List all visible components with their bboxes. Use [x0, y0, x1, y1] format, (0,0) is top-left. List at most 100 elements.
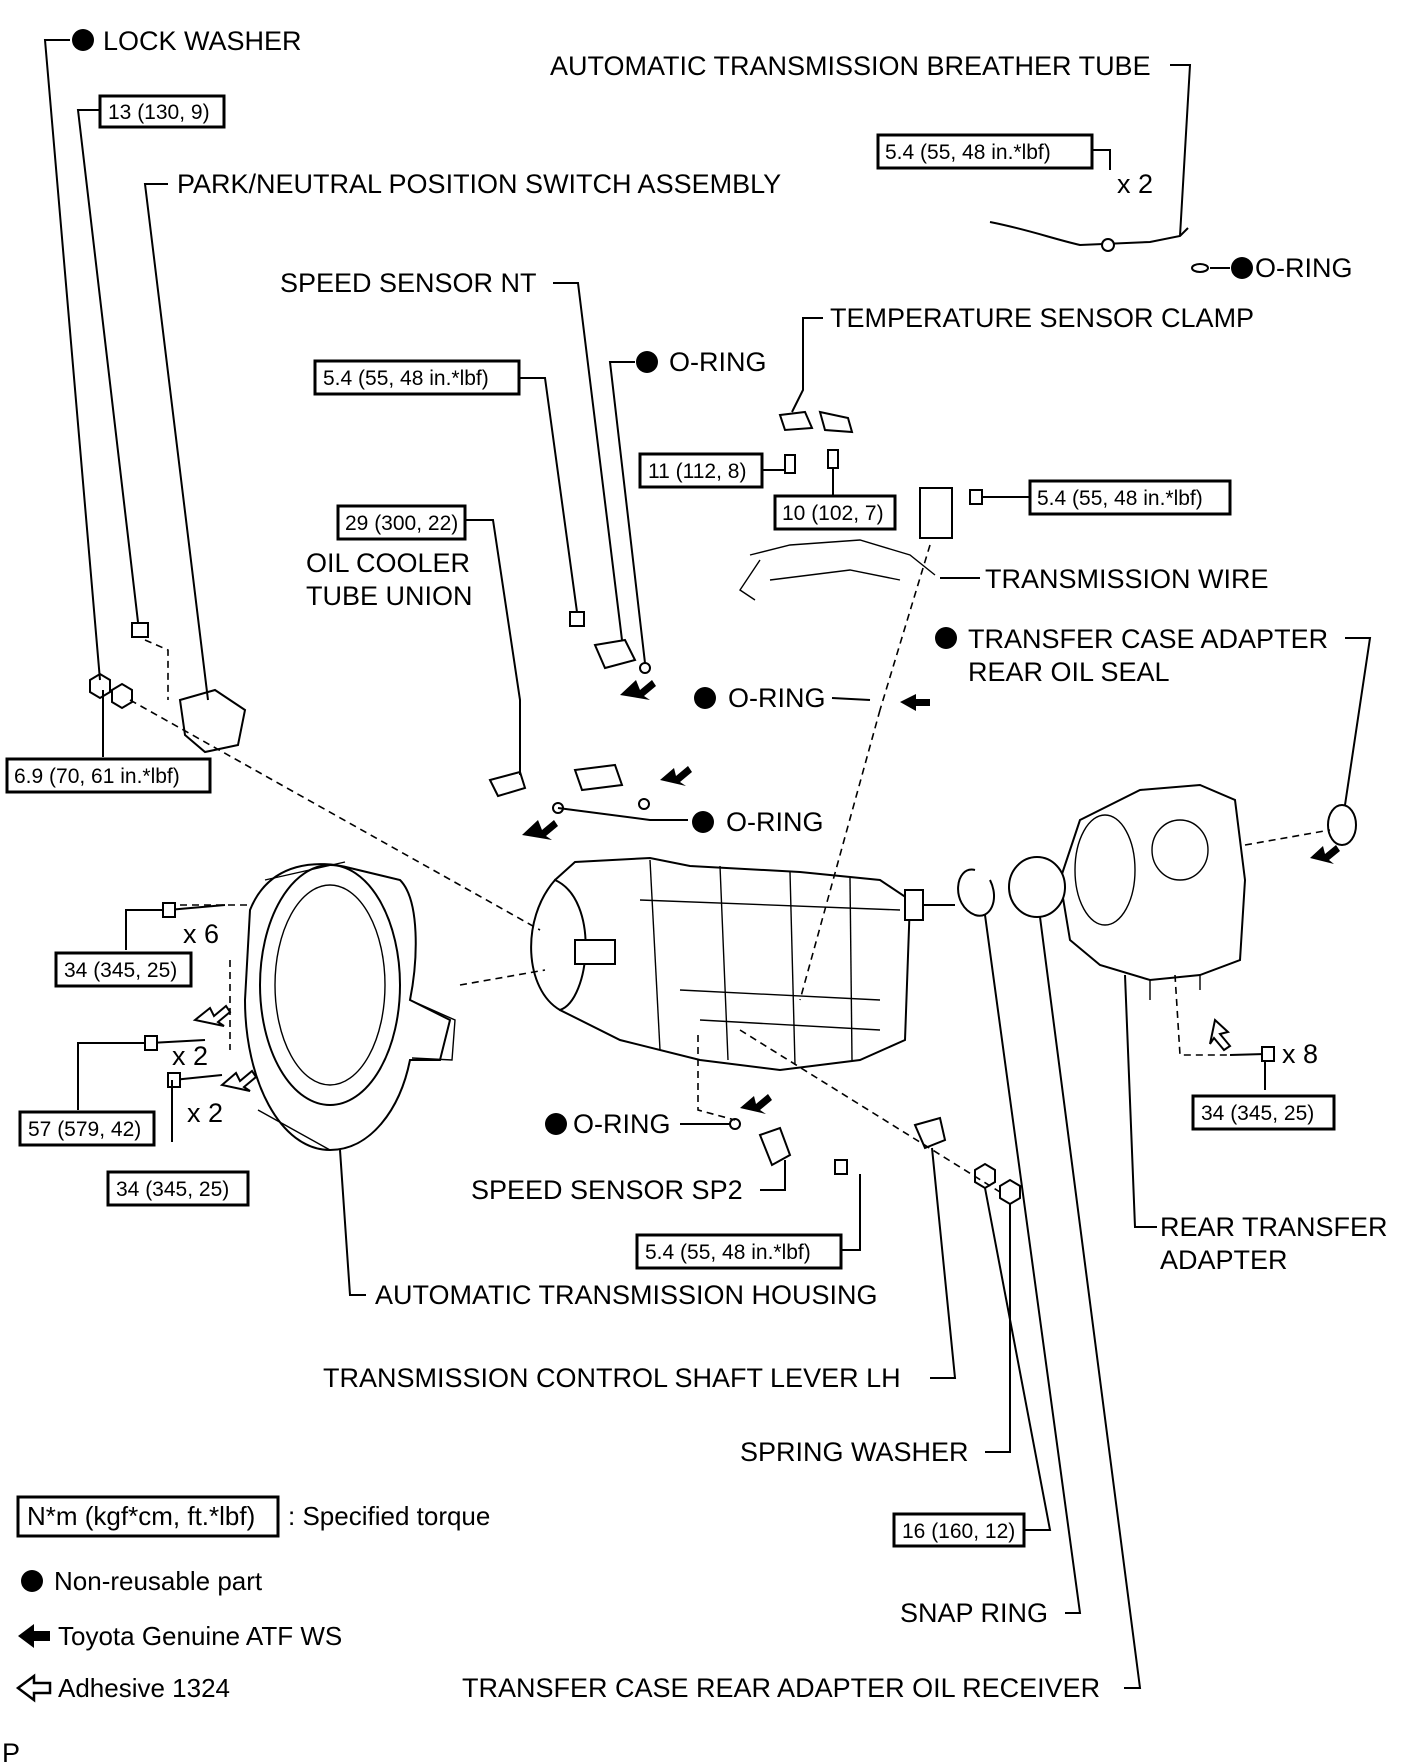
label-x2-breather: x 2 [1117, 169, 1153, 199]
label-speed-sensor-nt: SPEED SENSOR NT [280, 268, 537, 298]
label-x6: x 6 [183, 919, 219, 949]
non-reusable-dot-icon [545, 1113, 567, 1135]
speed-sensor-sp2-part [729, 1118, 848, 1175]
torque-box-breather [876, 133, 1094, 170]
transmission-wire-part [739, 487, 983, 601]
oil-receiver-part [1008, 856, 1066, 918]
non-reusable-dot-icon [72, 29, 94, 51]
label-snap-ring: SNAP RING [900, 1598, 1048, 1628]
torque-box-11 [638, 452, 764, 489]
non-reusable-dot-icon [935, 627, 957, 649]
label-control-shaft-lever: TRANSMISSION CONTROL SHAFT LEVER LH [323, 1363, 901, 1393]
legend: N*m (kgf*cm, ft.*lbf) : Specified torque… [15, 1495, 490, 1703]
transmission-housing [243, 861, 456, 1152]
torque-box-13 [98, 94, 226, 129]
torque-box-sp2 [635, 1233, 843, 1270]
torque-box-16 [892, 1512, 1026, 1548]
label-transmission-wire: TRANSMISSION WIRE [985, 564, 1269, 594]
spring-washer-part [974, 1162, 996, 1190]
atf-arrow-icon [900, 694, 930, 711]
label-o-ring-cooler: O-RING [726, 807, 824, 837]
label-transfer-seal-2: REAR OIL SEAL [968, 657, 1170, 687]
torque-box-wire [1028, 479, 1232, 516]
label-oil-cooler-1: OIL COOLER [306, 548, 470, 578]
torque-34-x6: 34 (345, 25) [64, 959, 177, 982]
torque-34-x2: 34 (345, 25) [116, 1178, 229, 1201]
non-reusable-dot-icon [21, 1570, 43, 1592]
non-reusable-dot-icon [694, 687, 716, 709]
leader-lines [43, 39, 1372, 1689]
non-reusable-dot-icon [692, 811, 714, 833]
torque-box-34-x8 [1191, 1094, 1336, 1131]
atf-arrows [192, 680, 1340, 1114]
legend-torque-text: : Specified torque [288, 1501, 490, 1531]
atf-arrow-icon [1310, 845, 1340, 864]
non-reusable-markers [72, 29, 1253, 1135]
torque-34-x8: 34 (345, 25) [1201, 1102, 1314, 1125]
lever-nut-part [999, 1178, 1021, 1206]
rear-oil-seal-part [1327, 804, 1357, 846]
torque-box-57 [18, 1110, 156, 1147]
label-breather-tube: AUTOMATIC TRANSMISSION BREATHER TUBE [550, 51, 1151, 81]
legend-atf: Toyota Genuine ATF WS [58, 1621, 342, 1651]
atf-arrow-icon [522, 820, 558, 840]
oil-cooler-union-parts [488, 763, 650, 814]
assembly-dashed-lines [129, 544, 1331, 1193]
park-neutral-switch-part [178, 688, 247, 754]
atf-arrow-icon [660, 766, 692, 786]
speed-sensor-nt-part [569, 611, 651, 674]
part-labels: LOCK WASHER AUTOMATIC TRANSMISSION BREAT… [2, 26, 1388, 1763]
torque-13: 13 (130, 9) [108, 101, 210, 124]
torque-box-nt [313, 359, 521, 396]
torque-57: 57 (579, 42) [28, 1118, 141, 1141]
label-oil-receiver: TRANSFER CASE REAR ADAPTER OIL RECEIVER [462, 1673, 1100, 1703]
label-o-ring-sp2: O-RING [573, 1109, 671, 1139]
breather-tube-part [989, 221, 1189, 247]
adhesive-arrow-icon [219, 1069, 258, 1092]
label-x2-b: x 2 [187, 1098, 223, 1128]
label-o-ring-wire: O-RING [728, 683, 826, 713]
label-rear-adapter-1: REAR TRANSFER [1160, 1212, 1388, 1242]
label-x8: x 8 [1282, 1039, 1318, 1069]
torque-boxes: 13 (130, 9) 5.4 (55, 48 in.*lbf) 5.4 (55… [5, 94, 1336, 1548]
label-lock-washer: LOCK WASHER [103, 26, 302, 56]
torque-breather: 5.4 (55, 48 in.*lbf) [885, 141, 1051, 164]
rear-transfer-adapter-part [1058, 783, 1247, 1000]
torque-69: 6.9 (70, 61 in.*lbf) [14, 765, 180, 788]
label-speed-sensor-sp2: SPEED SENSOR SP2 [471, 1175, 743, 1205]
legend-torque-box [16, 1495, 280, 1538]
housing-bolts [144, 902, 1275, 1088]
torque-box-10 [773, 494, 897, 531]
control-lever-part [913, 1116, 947, 1150]
adhesive-arrow-icon [192, 1004, 232, 1027]
temp-sensor-clamp-parts [778, 410, 854, 474]
label-o-ring-nt: O-RING [669, 347, 767, 377]
snap-ring-part [957, 868, 995, 917]
torque-box-34-x2 [106, 1170, 250, 1207]
torque-wire: 5.4 (55, 48 in.*lbf) [1037, 487, 1203, 510]
label-transfer-seal-1: TRANSFER CASE ADAPTER [968, 624, 1328, 654]
label-transmission-housing: AUTOMATIC TRANSMISSION HOUSING [375, 1280, 878, 1310]
torque-11: 11 (112, 8) [648, 460, 746, 483]
legend-torque-box-text: N*m (kgf*cm, ft.*lbf) [27, 1501, 255, 1531]
torque-10: 10 (102, 7) [782, 502, 884, 525]
torque-29: 29 (300, 22) [345, 512, 458, 535]
switch-nut [111, 682, 133, 710]
label-rear-adapter-2: ADAPTER [1160, 1245, 1288, 1275]
label-corner-mark: P [2, 1738, 20, 1763]
legend-non-reusable: Non-reusable part [54, 1566, 263, 1596]
non-reusable-dot-icon [1231, 257, 1253, 279]
atf-arrow-icon [740, 1094, 772, 1114]
label-o-ring-breather: O-RING [1255, 253, 1353, 283]
adhesive-arrow-icon [15, 1673, 52, 1703]
torque-box-29 [336, 504, 467, 541]
switch-bolt [131, 622, 149, 638]
legend-adhesive: Adhesive 1324 [58, 1673, 230, 1703]
torque-sp2: 5.4 (55, 48 in.*lbf) [645, 1241, 811, 1264]
label-park-neutral-switch: PARK/NEUTRAL POSITION SWITCH ASSEMBLY [177, 169, 781, 199]
label-oil-cooler-2: TUBE UNION [306, 581, 473, 611]
atf-arrow-icon [620, 680, 656, 700]
torque-box-69 [5, 757, 212, 794]
torque-16: 16 (160, 12) [902, 1520, 1015, 1543]
